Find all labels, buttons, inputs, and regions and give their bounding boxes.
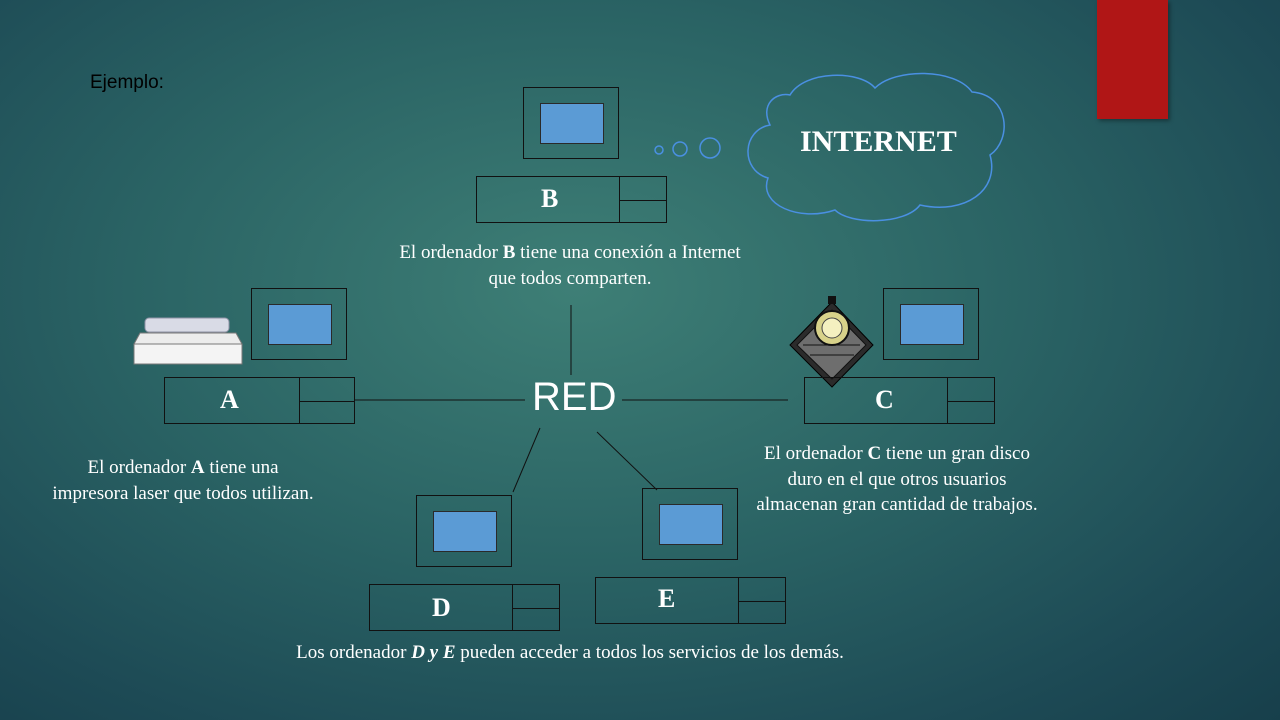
- caption-de-suffix: pueden acceder a todos los servicios de …: [455, 642, 844, 663]
- caption-c-suffix: tiene un gran disco duro en el que otros…: [756, 443, 1038, 516]
- computer-a-screen: [268, 304, 332, 345]
- link-e: [596, 431, 658, 491]
- thought-bubble-small: [654, 145, 664, 155]
- example-heading: Ejemplo:: [90, 72, 164, 93]
- computer-c-screen: [900, 304, 964, 345]
- caption-b-suffix: tiene una conexión a Internet que todos …: [488, 242, 741, 289]
- caption-a-prefix: El ordenador: [87, 457, 191, 478]
- computer-b-screen: [540, 103, 604, 144]
- computer-e-drive-bay: [738, 578, 785, 623]
- caption-c-prefix: El ordenador: [764, 443, 868, 464]
- computer-b-monitor: [523, 87, 619, 159]
- caption-de-bold: D y E: [411, 642, 456, 663]
- hard-disk-icon: [789, 296, 874, 388]
- thought-bubble-large: [699, 137, 721, 159]
- computer-c-label: C: [875, 385, 894, 414]
- internet-label: INTERNET: [800, 125, 957, 158]
- computer-a-drive-bay: [299, 378, 354, 423]
- computer-d-monitor: [416, 495, 512, 567]
- caption-computers-d-e: Los ordenador D y E pueden acceder a tod…: [200, 640, 940, 666]
- internet-cloud: [747, 72, 1005, 222]
- computer-b-case: B: [476, 176, 667, 223]
- caption-de-prefix: Los ordenador: [296, 642, 412, 663]
- computer-e-label: E: [658, 584, 676, 613]
- computer-a-case: A: [164, 377, 355, 424]
- computer-e-case: E: [595, 577, 786, 624]
- computer-e-screen: [659, 504, 723, 545]
- computer-d-drive-bay: [512, 585, 559, 630]
- caption-b-bold: B: [502, 242, 516, 263]
- computer-d-label: D: [432, 593, 451, 622]
- computer-c-monitor: [883, 288, 979, 360]
- caption-computer-a: El ordenador A tiene una impresora laser…: [48, 455, 318, 506]
- caption-computer-c: El ordenador C tiene un gran disco duro …: [748, 441, 1046, 518]
- caption-computer-b: El ordenador B tiene una conexión a Inte…: [385, 240, 755, 291]
- printer-icon: [133, 317, 243, 365]
- caption-a-suffix: tiene una impresora laser que todos util…: [52, 457, 314, 504]
- network-label: RED: [532, 375, 617, 419]
- computer-b-drive-bay: [619, 177, 666, 222]
- caption-b-prefix: El ordenador: [399, 242, 503, 263]
- accent-tab: [1097, 0, 1168, 119]
- thought-bubble-medium: [672, 141, 688, 157]
- computer-e-monitor: [642, 488, 738, 560]
- caption-c-bold: C: [867, 443, 882, 464]
- computer-a-monitor: [251, 288, 347, 360]
- link-d: [512, 427, 541, 493]
- computer-d-screen: [433, 511, 497, 552]
- computer-b-label: B: [541, 184, 559, 213]
- computer-c-drive-bay: [947, 378, 994, 423]
- computer-d-case: D: [369, 584, 560, 631]
- caption-a-bold: A: [190, 457, 205, 478]
- computer-a-label: A: [220, 385, 239, 414]
- computer-c-case: C: [804, 377, 995, 424]
